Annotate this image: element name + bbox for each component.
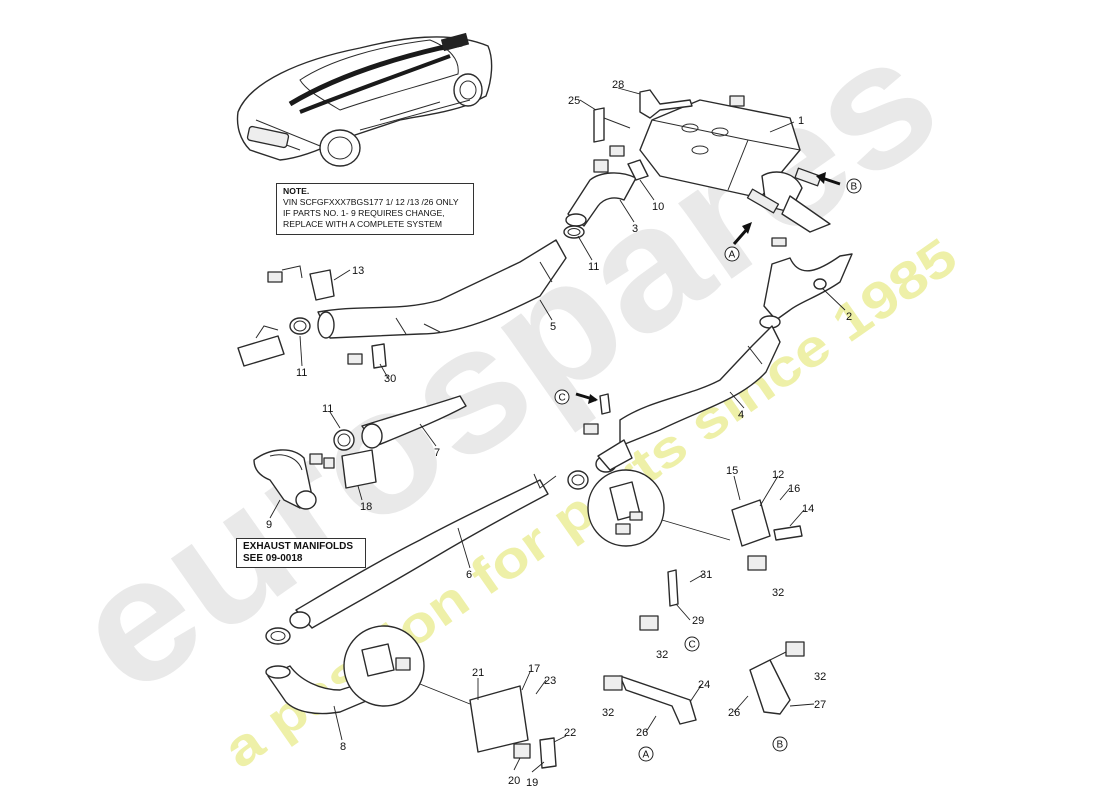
callout-8: 8 (340, 741, 346, 753)
callout-18: 18 (360, 501, 372, 513)
car-illustration (236, 32, 493, 167)
manifold-note-line-1: EXHAUST MANIFOLDS (243, 541, 353, 552)
view-marker-a-lower: A (638, 746, 654, 762)
callout-32-d: 32 (814, 671, 826, 683)
clamp-lower-left (265, 627, 291, 645)
callout-4: 4 (738, 409, 744, 421)
pipe-5 (317, 239, 567, 339)
clamp-11-mid (333, 429, 355, 451)
callout-6: 6 (466, 569, 472, 581)
callout-17: 17 (528, 663, 540, 675)
clamp-11-left (237, 317, 311, 367)
arrow-a (732, 222, 752, 245)
pipe-8 (265, 665, 379, 715)
bracket-30 (347, 343, 387, 369)
bracket-c-group (575, 392, 611, 435)
callout-11-upper: 11 (588, 261, 599, 273)
callout-7: 7 (434, 447, 440, 459)
callout-15: 15 (726, 465, 738, 477)
pipe-6 (289, 473, 557, 629)
callout-31: 31 (700, 569, 712, 581)
arrow-b (816, 172, 841, 186)
view-marker-a-upper: A (724, 246, 740, 262)
rear-silencer (639, 95, 831, 247)
bracket-12-group (731, 499, 803, 571)
note-line-3: REPLACE WITH A COMPLETE SYSTEM (283, 219, 443, 229)
view-marker-c-upper: C (554, 389, 570, 405)
bracket-29 (639, 569, 679, 631)
view-marker-b-upper: B (846, 178, 862, 194)
callout-14: 14 (802, 503, 814, 515)
note-title: NOTE. (283, 186, 310, 196)
detail-circle-1 (587, 469, 665, 547)
bracket-a (603, 675, 697, 725)
callout-9: 9 (266, 519, 272, 531)
callout-10: 10 (652, 201, 664, 213)
svg-text:C: C (559, 393, 566, 404)
svg-text:B: B (777, 740, 784, 751)
callout-30: 30 (384, 373, 396, 385)
callout-32-b: 32 (656, 649, 668, 661)
bracket-25 (593, 107, 631, 157)
view-marker-b-lower: B (772, 736, 788, 752)
callout-24: 24 (698, 679, 710, 691)
callout-16: 16 (788, 483, 800, 495)
callout-11-left: 11 (296, 367, 307, 379)
callout-labels: 1 2 3 4 5 6 7 8 9 10 11 11 11 12 13 14 1… (266, 79, 852, 789)
callout-29: 29 (692, 615, 704, 627)
callout-32-c: 32 (602, 707, 614, 719)
pipe-3 (565, 159, 649, 227)
callout-27: 27 (814, 699, 826, 711)
mount-18 (309, 449, 377, 489)
note-line-2: IF PARTS NO. 1- 9 REQUIRES CHANGE, (283, 208, 445, 218)
pipe-9 (253, 449, 317, 510)
svg-text:A: A (729, 250, 736, 261)
plate-17-group (469, 685, 557, 769)
callout-20: 20 (508, 775, 520, 787)
callout-2: 2 (846, 311, 852, 323)
callout-28: 28 (612, 79, 624, 91)
callout-23: 23 (544, 675, 556, 687)
svg-text:C: C (689, 640, 696, 651)
callout-32-a: 32 (772, 587, 784, 599)
callout-5: 5 (550, 321, 556, 333)
callout-25: 25 (568, 95, 580, 107)
svg-text:A: A (643, 750, 650, 761)
callout-26-a: 26 (636, 727, 648, 739)
bracket-b (749, 641, 805, 715)
pipe-7 (361, 395, 467, 449)
detail-circle-2 (343, 625, 425, 707)
clamp-lower-mid (567, 470, 589, 490)
view-marker-c-lower: C (684, 636, 700, 652)
callout-26-b: 26 (728, 707, 740, 719)
callout-21: 21 (472, 667, 484, 679)
pipe-4 (595, 325, 781, 473)
leader-lines (269, 87, 846, 773)
callout-11-mid: 11 (322, 403, 333, 415)
clamp-11-upper (563, 225, 585, 239)
bracket-28 (639, 89, 693, 119)
callout-12: 12 (772, 469, 784, 481)
pipe-2 (759, 253, 853, 329)
manifold-note-line-2: SEE 09-0018 (243, 553, 303, 564)
callout-22: 22 (564, 727, 576, 739)
note-line-1: VIN SCFGFXXX7BGS177 1/ 12 /13 /26 ONLY (283, 197, 459, 207)
bracket-13 (267, 265, 335, 301)
callout-3: 3 (632, 223, 638, 235)
callout-1: 1 (798, 115, 804, 127)
watermark: eurospares a passion for parts since 198… (40, 0, 971, 780)
note-box: NOTE. VIN SCFGFXXX7BGS177 1/ 12 /13 /26 … (276, 183, 474, 235)
callout-13: 13 (352, 265, 364, 277)
exhaust-manifolds-note: EXHAUST MANIFOLDS SEE 09-0018 (236, 538, 366, 568)
callout-19: 19 (526, 777, 538, 789)
svg-text:B: B (851, 182, 858, 193)
